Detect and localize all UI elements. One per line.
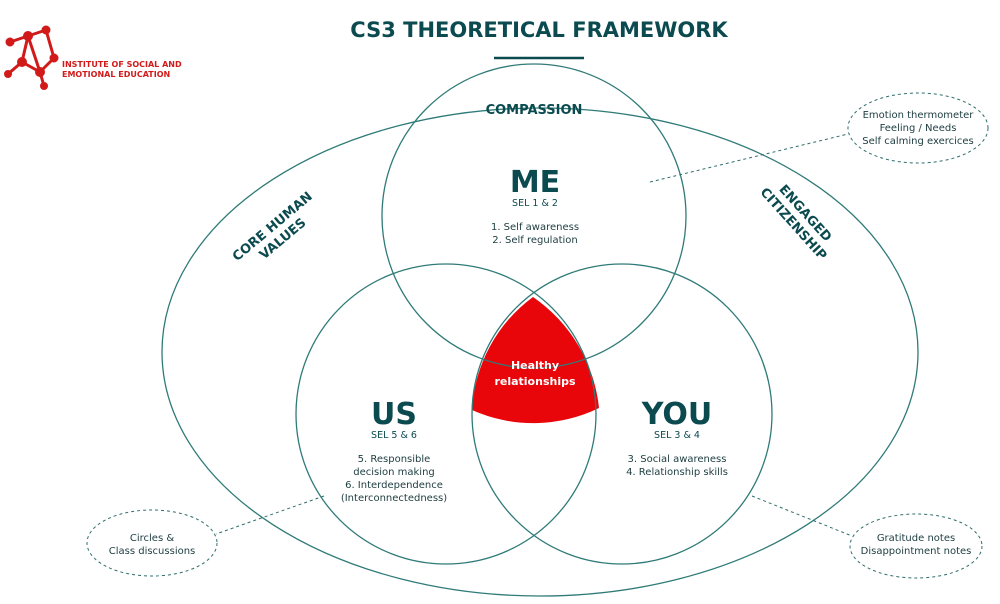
us-sel: SEL 5 & 6 [371,430,417,441]
us-line2: decision making [353,467,435,478]
outer-ellipse [161,107,919,597]
us-line4: (Interconnectedness) [341,493,447,504]
us-title: US [371,397,417,432]
you-line2: 4. Relationship skills [626,467,728,478]
core-human-values-label: CORE HUMAN VALUES [230,189,316,264]
note-bottom-left-line1: Circles & [130,533,174,544]
note-bottom-left-line2: Class discussions [109,546,196,557]
me-circle [381,63,687,369]
note-top-right-line3: Self calming exercices [862,136,974,147]
note-top-right-line1: Emotion thermometer [863,110,975,121]
note-bottom-right-bubble [849,513,983,579]
me-line1: 1. Self awareness [491,222,579,233]
us-circle [295,263,597,565]
network-logo-icon [4,25,59,90]
you-sel: SEL 3 & 4 [654,430,700,441]
note-bottom-right-line1: Gratitude notes [877,533,955,544]
engaged-citizenship-label: ENGAGED CITIZENSHIP [757,182,835,263]
logo-text-line1: INSTITUTE OF SOCIAL AND [62,60,182,69]
me-title: ME [510,165,560,200]
compassion-label: COMPASSION [486,103,583,118]
healthy-relationships-area [472,297,599,424]
you-title: YOU [641,397,713,432]
us-line3: 6. Interdependence [345,480,443,491]
me-sel: SEL 1 & 2 [512,198,558,209]
page-title: CS3 THEORETICAL FRAMEWORK [350,18,728,42]
note-bottom-left-bubble [86,509,218,577]
note-top-right-connector [649,133,849,183]
center-label-line1: Healthy [511,359,559,372]
note-bottom-right-line2: Disappointment notes [861,546,972,557]
logo-text-line2: EMOTIONAL EDUCATION [62,70,170,79]
note-top-right-bubble [847,92,989,164]
me-line2: 2. Self regulation [492,235,578,246]
center-label-line2: relationships [494,375,576,388]
us-line1: 5. Responsible [358,454,431,465]
you-line1: 3. Social awareness [628,454,727,465]
note-bottom-right-connector [751,495,853,537]
note-bottom-left-connector [215,495,325,535]
note-top-right-line2: Feeling / Needs [880,123,957,134]
institute-logo: INSTITUTE OF SOCIAL AND EMOTIONAL EDUCAT… [4,25,182,90]
you-circle [471,263,773,565]
